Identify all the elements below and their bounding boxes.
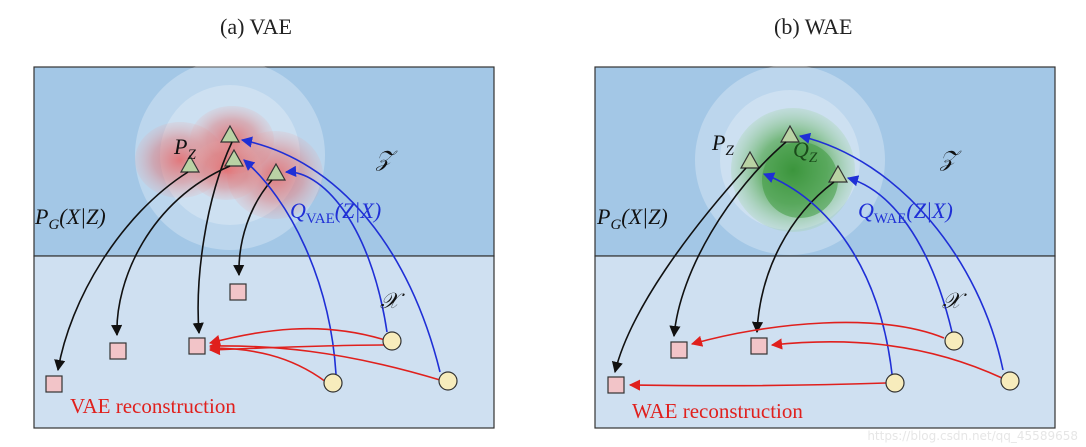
vae-data-point (323, 373, 343, 393)
wae-prior-label: PZ (711, 130, 734, 159)
vae-latent-point (265, 162, 287, 181)
vae-decoder-arrow (192, 141, 233, 335)
panel-title-vae: (a) VAE (220, 14, 292, 39)
vae-reconstruction-label: VAE reconstruction (70, 394, 236, 418)
wae-latent-point (739, 150, 761, 169)
vae-encoder-arrow (284, 165, 388, 333)
vae-reconstructed-point (188, 337, 206, 355)
vae-latent-point (179, 154, 201, 173)
vae-reconstruction-arrow (208, 340, 441, 381)
vae-reconstructed-point (229, 283, 247, 301)
wae-decoder-arrow (669, 141, 787, 338)
wae-encoder-arrow (846, 175, 953, 333)
wae-data-point (885, 373, 905, 393)
vae-reconstruction-arrow (208, 342, 327, 383)
wae-reconstruction-arrow (690, 321, 945, 347)
wae-latent-point (827, 164, 849, 183)
wae-reconstruction-arrow (770, 338, 1003, 379)
vae-reconstructed-point (45, 375, 63, 393)
vae-decoder-label: PG(X|Z) (34, 204, 106, 233)
vae-decoder-arrow (233, 179, 273, 277)
wae-reconstruction-arrow (628, 379, 887, 391)
vae-latent-point (219, 124, 241, 143)
panel-title-wae: (b) WAE (774, 14, 853, 39)
vae-decoder-arrow (54, 171, 189, 372)
vae-encoder-arrow (243, 159, 337, 375)
wae-decoder-arrow (751, 181, 835, 334)
wae-latent-point (779, 124, 801, 143)
vae-data-point (382, 331, 402, 351)
wae-data-point (944, 331, 964, 351)
vae-reconstructed-point (109, 342, 127, 360)
vae-reconstruction-arrow (208, 327, 386, 346)
wae-encoder-label: QWAE(Z|X) (858, 198, 953, 227)
wae-reconstruction-label: WAE reconstruction (632, 399, 803, 423)
vae-encoder-arrow (240, 136, 441, 373)
wae-aggregate-core (762, 142, 838, 218)
vae-reconstruction-arrow (208, 344, 387, 356)
vae-latent-space-label: 𝒵 (375, 146, 398, 171)
wae-panel: PZ QZ 𝒵 𝒳 PG(X|Z) QWAE(Z|X) WAE reconstr… (594, 65, 1056, 429)
wae-decoder-label: PG(X|Z) (596, 204, 668, 233)
wae-reconstructed-point (750, 337, 768, 355)
wae-encoder-arrow (798, 132, 1004, 371)
vae-decoder-arrow (111, 165, 231, 337)
vae-posterior-blob (190, 140, 262, 200)
wae-reconstructed-point (607, 376, 625, 394)
wae-data-point (1000, 371, 1020, 391)
wae-encoder-arrow (762, 172, 893, 375)
vae-data-point (438, 371, 458, 391)
vae-panel: PZ 𝒵 𝒳 PG(X|Z) QVAE(Z|X) VAE reconstruct… (33, 60, 495, 429)
vae-latent-point (223, 148, 245, 167)
wae-aggregate-label: QZ (793, 137, 818, 166)
vae-data-region (33, 255, 495, 429)
wae-reconstructed-point (670, 341, 688, 359)
wae-latent-space-label: 𝒵 (939, 146, 962, 171)
vae-prior-label: PZ (173, 134, 196, 163)
watermark: https://blog.csdn.net/qq_45589658 (867, 429, 1078, 443)
vae-encoder-label: QVAE(Z|X) (290, 198, 381, 227)
wae-decoder-arrow (611, 167, 747, 374)
